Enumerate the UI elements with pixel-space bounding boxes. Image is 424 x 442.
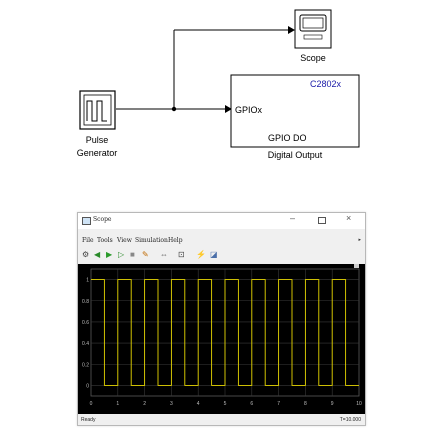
properties-icon[interactable]: ◪ (210, 250, 218, 259)
pulse-block-label-line2: Generator (76, 148, 118, 158)
toolbar: ⚙ ◀ ▶ ▷ ■ ✎ ⇔ ⊡ ⚡ ◪ (78, 249, 365, 262)
branch-point (171, 106, 177, 112)
y-tick-label: 0.8 (82, 299, 89, 305)
close-icon[interactable]: × (346, 213, 352, 223)
scope-plot[interactable]: 0 1 2 3 4 5 6 7 8 9 10 0 0.2 0.4 0.6 0.8 1 (78, 264, 365, 414)
x-tick-label: 5 (224, 401, 227, 407)
y-tick-label: 0 (86, 383, 89, 389)
x-tick-label: 3 (170, 401, 173, 407)
x-tick-label: 7 (277, 401, 280, 407)
menu-simulation[interactable]: Simulation (135, 237, 168, 244)
cursor-icon[interactable]: ⚡ (196, 250, 206, 259)
y-tick-label: 0.4 (82, 341, 89, 347)
highlight-icon[interactable]: ✎ (142, 250, 149, 259)
signal-lines (116, 29, 288, 110)
scope-app-icon (82, 217, 91, 225)
y-tick-label: 0.6 (82, 320, 89, 326)
menu-overflow-arrow-icon[interactable]: ▸ (358, 237, 361, 243)
stop-icon[interactable]: ■ (130, 250, 135, 259)
menu-file[interactable]: File (82, 237, 94, 244)
pulse-block-label-line1: Pulse (85, 135, 109, 145)
zoom-icon[interactable]: ⇔ (160, 250, 168, 259)
menu-view[interactable]: View (117, 237, 132, 244)
gpio-target-label: C2802x (310, 79, 342, 89)
maximize-icon[interactable] (318, 217, 326, 224)
scope-block[interactable] (294, 9, 332, 49)
window-title: Scope (93, 216, 112, 223)
menu-tools[interactable]: Tools (97, 237, 113, 244)
simulink-diagram (79, 9, 360, 148)
gpio-block-name: GPIO DO (268, 133, 307, 143)
x-tick-label: 4 (197, 401, 200, 407)
menu-bar: File Tools View Simulation Help ▸ (78, 235, 365, 247)
scope-block-label: Scope (300, 53, 326, 63)
x-tick-label: 8 (304, 401, 307, 407)
stop-step-back-icon[interactable]: ◀ (94, 250, 101, 259)
gpio-input-port-label: GPIOx (235, 105, 263, 115)
y-tick-label: 0.2 (82, 362, 89, 368)
gear-icon[interactable]: ⚙ (82, 250, 90, 259)
x-tick-label: 6 (250, 401, 253, 407)
x-tick-label: 1 (116, 401, 119, 407)
plot-corner-marker (354, 264, 359, 268)
fit-icon[interactable]: ⊡ (178, 250, 185, 259)
step-forward-icon[interactable]: ▷ (118, 250, 125, 259)
x-tick-label: 10 (356, 401, 362, 407)
x-tick-label: 2 (143, 401, 146, 407)
gpio-do-block[interactable] (230, 74, 360, 148)
minimize-icon[interactable]: – (290, 213, 296, 223)
scope-window[interactable]: Scope – × File Tools View Simulation Hel… (77, 212, 366, 426)
pulse-series-line (91, 279, 359, 386)
arrow-to-scope (288, 26, 295, 34)
status-ready: Ready (81, 417, 96, 423)
run-icon[interactable]: ▶ (106, 250, 113, 259)
pulse-generator-block[interactable] (79, 90, 116, 130)
chart-svg: 0 1 2 3 4 5 6 7 8 9 10 0 0.2 0.4 0.6 0.8 1 (82, 264, 362, 407)
menu-help[interactable]: Help (168, 237, 183, 244)
title-bar: Scope – × (78, 213, 365, 229)
status-time: T=10.000 (339, 417, 361, 423)
x-tick-label: 0 (90, 401, 93, 407)
gpio-block-caption: Digital Output (267, 150, 323, 160)
x-tick-label: 9 (331, 401, 334, 407)
status-bar: Ready T=10.000 (78, 414, 365, 425)
y-tick-label: 1 (86, 278, 89, 284)
arrow-to-gpio (225, 105, 232, 113)
